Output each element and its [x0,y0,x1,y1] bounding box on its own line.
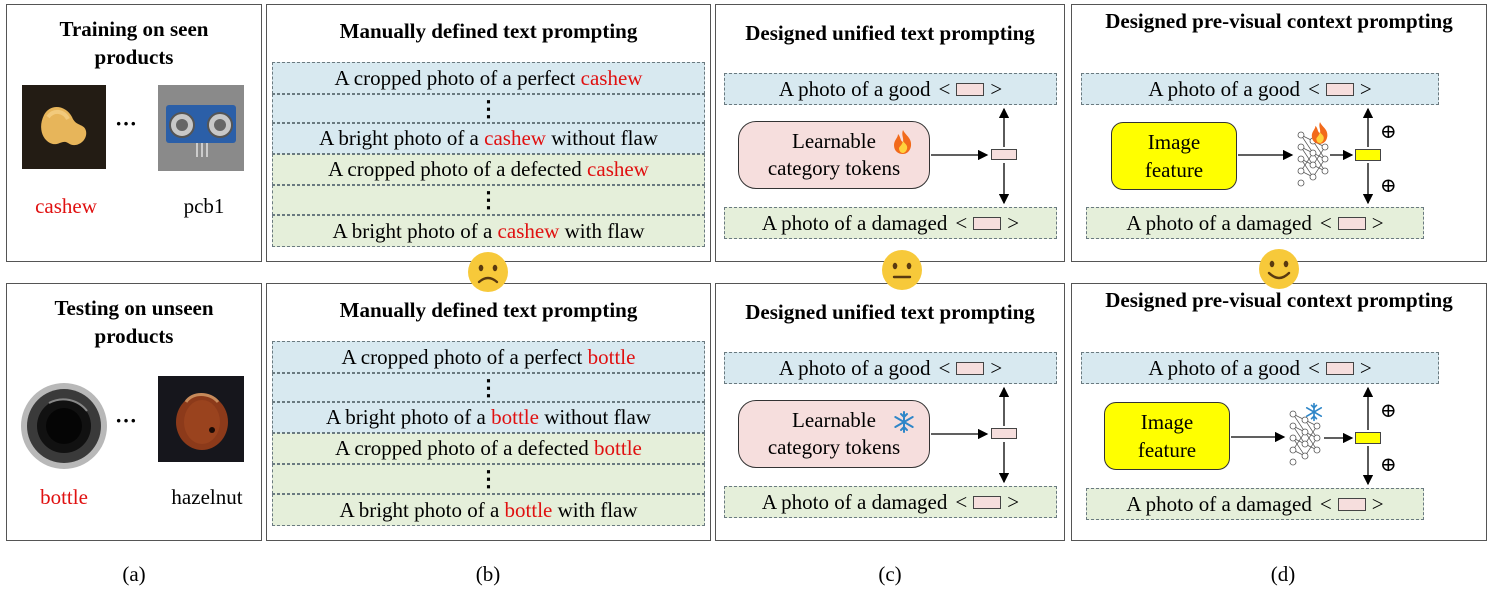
category-token [956,361,985,375]
good-prompt-row: A photo of a good <> [724,73,1057,105]
test-label-bottle: bottle [40,485,88,509]
panel-b-bottom: Manually defined text prompting A croppe… [266,283,711,541]
panel-c-bottom-title: Designed unified text prompting [745,300,1035,324]
train-label-cashew: cashew [35,194,97,218]
panel-a-bottom-title: Testing on unseen products [54,296,214,348]
panel-a-bottom: Testing on unseen products ··· bottle ha… [6,283,262,541]
snowflake-icon [894,411,914,433]
oplus-icon: ⊕ [1380,175,1397,197]
oplus-icon: ⊕ [1380,400,1397,422]
caption-d: (d) [1270,562,1296,586]
damaged-prompt-row: A photo of a damaged <> [724,207,1057,239]
panel-d-bottom-arrows [1231,386,1374,486]
category-token [991,428,1017,439]
good-prompt-row: A photo of a good <> [724,352,1057,384]
happy-face-icon [1259,249,1299,289]
category-token [956,82,985,96]
hazelnut-image [158,376,244,462]
prompt-row: A bright photo of a cashew with flaw [272,215,705,247]
panel-b-top: Manually defined text prompting A croppe… [266,4,711,262]
caption-b: (b) [475,562,501,586]
ellipsis: ··· [115,408,138,433]
category-token [973,495,1002,509]
good-prompt-row: A photo of a good <> [1081,352,1439,384]
ellipsis: ··· [115,111,138,136]
prompt-row: A bright photo of a cashew without flaw [272,123,705,154]
image-feature-box: Image feature [1111,122,1237,190]
prompt-row-dots: ⋮ [272,94,705,123]
cashew-image [22,85,106,169]
oplus-icon: ⊕ [1380,454,1397,476]
damaged-prompt-row: A photo of a damaged <> [724,486,1057,518]
caption-c: (c) [878,562,902,586]
visual-context-token [1355,149,1381,161]
prompt-row: A cropped photo of a perfect cashew [272,62,705,94]
panel-c-bottom: Designed unified text prompting A photo … [715,283,1065,541]
panel-c-top-arrows [931,107,1010,205]
category-token [1337,497,1366,511]
category-token [991,149,1017,160]
oplus-icon: ⊕ [1380,121,1397,143]
panel-a-top: Training on seen products ··· [6,4,262,262]
panel-c-top-title: Designed unified text prompting [745,21,1035,45]
category-token [1337,216,1366,230]
prompt-row-dots: ⋮ [272,373,705,402]
category-token [1325,82,1354,96]
test-label-hazelnut: hazelnut [171,485,243,509]
network-icon [1297,131,1329,187]
panel-d-top-arrows [1238,107,1374,205]
category-token [973,216,1002,230]
damaged-prompt-row: A photo of a damaged <> [1086,488,1424,520]
pcb-image [158,85,244,171]
neutral-face-icon [882,250,922,290]
panel-c-bottom-arrows [931,386,1010,484]
fire-icon [894,130,912,154]
image-feature-box: Image feature [1104,402,1230,470]
prompt-row-dots: ⋮ [272,464,705,494]
prompt-row: A cropped photo of a perfect bottle [272,341,705,373]
network-icon [1289,410,1321,466]
category-token [1325,361,1354,375]
panel-c-top: Designed unified text prompting A photo … [715,4,1065,262]
panel-b-top-title: Manually defined text prompting [339,19,638,43]
sad-face-icon [468,252,508,292]
prompt-row: A cropped photo of a defected cashew [272,154,705,185]
panel-d-bottom-title: Designed pre-visual context prompting [1105,288,1453,312]
panel-d-bottom: Designed pre-visual context prompting A … [1071,283,1487,541]
visual-context-token [1355,432,1381,444]
snowflake-icon [1305,402,1323,422]
prompt-row-dots: ⋮ [272,185,705,215]
train-label-pcb1: pcb1 [183,194,225,218]
learnable-tokens-box: Learnable category tokens [738,121,930,189]
good-prompt-row: A photo of a good <> [1081,73,1439,105]
learnable-tokens-box: Learnable category tokens [738,400,930,468]
panel-d-top: Designed pre-visual context prompting A … [1071,4,1487,262]
panel-b-bottom-title: Manually defined text prompting [339,298,638,322]
prompt-row: A bright photo of a bottle with flaw [272,494,705,526]
panel-a-top-title: Training on seen products [59,17,209,69]
prompt-row: A bright photo of a bottle without flaw [272,402,705,433]
prompt-row: A cropped photo of a defected bottle [272,433,705,464]
damaged-prompt-row: A photo of a damaged <> [1086,207,1424,239]
caption-a: (a) [122,562,146,586]
bottle-image [19,381,109,471]
panel-d-top-title: Designed pre-visual context prompting [1105,9,1453,33]
fire-icon [1311,122,1328,144]
